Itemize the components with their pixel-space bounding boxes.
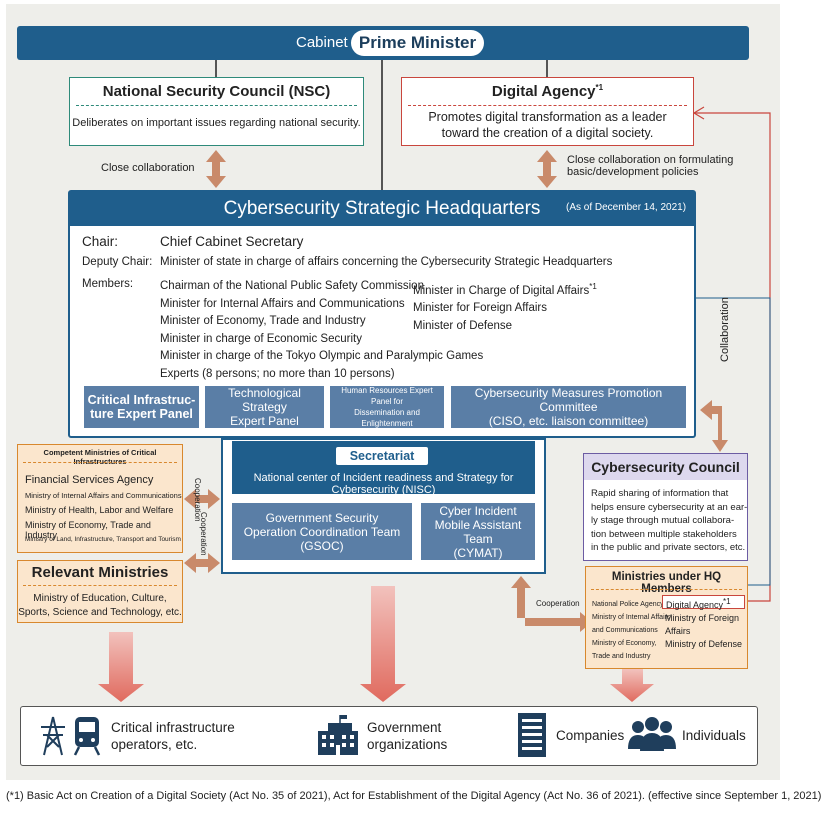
train-icon [73, 717, 101, 756]
collaboration-arrow [700, 400, 728, 452]
chair-label: Chair: [82, 234, 119, 249]
member-item: Minister for Internal Affairs and Commun… [160, 297, 405, 310]
ministries-hq-right: Ministry of Foreign Affairs Ministry of … [665, 613, 743, 649]
cybersecurity-council-title: Cybersecurity Council [584, 454, 747, 480]
competent-ministries-box: Competent Ministries of Critical Infrast… [17, 444, 183, 553]
down-arrow-private [610, 669, 654, 702]
digital-agency-box: Digital Agency*1 Promotes digital transf… [401, 77, 694, 146]
digital-agency-title: Digital Agency*1 [491, 83, 604, 100]
member-item: Minister in charge of Economic Security [160, 332, 362, 345]
deputy-label: Deputy Chair: [82, 256, 153, 268]
government-building-icon [318, 715, 358, 755]
ministry-item: Ministry of Health, Labor and Welfare [25, 505, 174, 515]
ministries-hq-left: National Police Agency Ministry of Inter… [592, 601, 671, 660]
ministry-item: Ministry of Economy, Trade and Industry [25, 520, 151, 540]
members-left-list: Chairman of the National Public Safety C… [160, 278, 483, 383]
cooperation-label: Cooperation [536, 599, 580, 608]
panel-measures-promotion: Cybersecurity Measures Promotion Committ… [451, 386, 686, 428]
individuals-icon [628, 717, 676, 751]
prime-minister-label: Prime Minister [351, 30, 484, 56]
critical-infrastructure-label: Critical infrastructure operators, etc. [111, 720, 235, 752]
relevant-ministries-desc: Ministry of Education, Culture, Sports, … [18, 593, 182, 618]
cooperation-arrow-1 [184, 489, 220, 509]
member-item: Chairman of the National Public Safety C… [160, 280, 424, 292]
hq-date: (As of December 14, 2021) [566, 202, 687, 213]
divider [591, 589, 742, 590]
member-item: Minister in charge of the Tokyo Olympic … [160, 350, 484, 362]
nsc-description: Deliberates on important issues regardin… [72, 117, 361, 129]
divider [23, 585, 177, 586]
member-item: Minister in Charge of Digital Affairs*1 [413, 282, 597, 297]
relevant-ministries-box: Relevant Ministries Ministry of Educatio… [17, 560, 183, 623]
company-building-icon [518, 713, 546, 757]
individuals-label: Individuals [682, 728, 746, 743]
member-item: Minister for Foreign Affairs [413, 302, 548, 315]
cabinet-label: Cabinet [296, 34, 348, 51]
nsc-hq-double-arrow [206, 150, 226, 188]
members-label: Members: [82, 278, 134, 290]
close-collaboration-label: Close collaboration [101, 162, 195, 174]
companies-label: Companies [556, 728, 625, 743]
nsc-box: National Security Council (NSC) Delibera… [69, 77, 364, 146]
cooperation-arrow-2 [184, 553, 220, 573]
cybersecurity-council-box: Cybersecurity Council Rapid sharing of i… [583, 453, 748, 561]
footnote: (*1) Basic Act on Creation of a Digital … [6, 790, 821, 802]
panel-critical-infrastructure: Critical Infrastruc-ture Expert Panel [84, 386, 199, 428]
chair-value: Chief Cabinet Secretary [160, 234, 304, 249]
deputy-value: Minister of state in charge of affairs c… [160, 256, 613, 268]
digital-agency-description: Promotes digital transformation as a lea… [428, 110, 667, 140]
stakeholders-box: Critical infrastructure operators, etc. … [20, 706, 758, 766]
member-item: Minister of Defense [413, 319, 513, 332]
hq-header [70, 192, 694, 226]
member-item: Minister of Economy, Trade and Industry [160, 315, 366, 327]
down-arrow-gov [360, 586, 406, 702]
power-tower-icon [41, 716, 65, 756]
digital-agency-tag: Digital Agency*1 [662, 595, 745, 610]
cooperation-label: Cooperation [199, 512, 208, 556]
members-right-list: Minister in Charge of Digital Affairs*1 … [413, 278, 597, 335]
connectors [98, 60, 771, 702]
ministry-item: Financial Services Agency [25, 474, 154, 486]
nisc-label: National center of Incident readiness an… [253, 472, 514, 496]
da-hq-double-arrow [537, 150, 557, 188]
secretariat-label: Secretariat [336, 447, 428, 465]
divider [408, 105, 687, 106]
hq-title: Cybersecurity Strategic Headquarters [223, 198, 541, 219]
nsc-title: National Security Council (NSC) [102, 83, 331, 100]
cooperation-arrow-3 [511, 576, 592, 632]
member-item: Experts (8 persons; no more than 10 pers… [160, 367, 395, 380]
hq-box: Cybersecurity Strategic Headquarters (As… [68, 190, 696, 438]
ministries-hq-title: Ministries under HQ Members [611, 571, 722, 595]
ministries-hq-box: Ministries under HQ Members National Pol… [585, 566, 748, 669]
cybersecurity-council-desc: Rapid sharing of information that helps … [591, 488, 748, 553]
close-collaboration-policies-label: Close collaboration on formulating basic… [567, 154, 734, 178]
ministry-item: Ministry of Land, Infrastructure, Transp… [25, 536, 181, 543]
competent-ministries-title: Competent Ministries of Critical Infrast… [43, 448, 157, 466]
government-label: Government organizations [367, 720, 448, 752]
divider [23, 462, 177, 463]
ministry-item: Ministry of Internal Affairs and Communi… [25, 491, 182, 500]
divider [76, 105, 357, 106]
relevant-ministries-title: Relevant Ministries [31, 564, 169, 581]
down-arrow-ci [98, 632, 144, 702]
collaboration-label: Collaboration [719, 297, 731, 362]
